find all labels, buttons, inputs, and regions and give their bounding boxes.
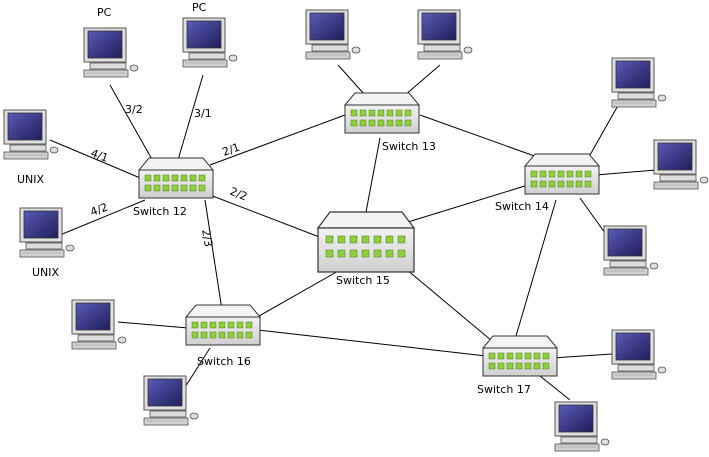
computer-s16-bottom (143, 375, 199, 426)
link-s13-pc1 (337, 64, 366, 96)
link-unix-b-s12 (59, 199, 146, 236)
computer-s14-bottom (603, 225, 659, 276)
switch-14 (524, 153, 600, 195)
link-s16-s17 (257, 329, 487, 357)
switch-13-label: Switch 13 (382, 140, 436, 153)
computer-s13-right (417, 9, 473, 60)
switch-15 (317, 211, 415, 273)
computer-pc-b (182, 17, 238, 68)
port-label-3-1: 3/1 (194, 107, 212, 120)
link-s12-s16 (204, 199, 223, 311)
computer-unix-a (3, 109, 59, 160)
port-label-4-1: 4/1 (89, 147, 110, 165)
port-label-3-2: 3/2 (125, 103, 143, 116)
computer-pc-a (83, 27, 139, 78)
link-s15-s17 (399, 263, 499, 347)
port-label-4-2: 4/2 (89, 201, 110, 219)
link-s14-pc2 (595, 169, 657, 176)
computer-s17-bottom (554, 401, 610, 452)
link-s14-s15 (407, 184, 529, 223)
link-s16-pc-left (117, 321, 189, 329)
link-s13-pc2 (404, 64, 441, 96)
link-s14-s17 (515, 199, 557, 337)
unix-label: UNIX (17, 173, 45, 186)
link-unix-a-s12 (49, 139, 146, 181)
computer-s14-right (653, 139, 709, 190)
switch-17-label: Switch 17 (477, 383, 531, 396)
switch-16 (185, 304, 261, 346)
computer-s17-right (611, 329, 667, 380)
switch-16-label: Switch 16 (197, 355, 251, 368)
computer-s14-top (611, 57, 667, 108)
link-s13-s15 (365, 137, 381, 213)
pc-label: PC (192, 1, 207, 14)
link-s17-pc-bottom (534, 371, 571, 401)
link-pc-a-s12 (109, 84, 159, 171)
pc-label: PC (97, 6, 112, 19)
link-s14-pc1 (589, 101, 621, 156)
unix-label: UNIX (32, 266, 60, 279)
port-label-2-2: 2/2 (228, 185, 249, 204)
computer-s13-left (305, 9, 361, 60)
port-label-2-1: 2/1 (221, 141, 242, 159)
switch-12 (138, 157, 214, 199)
link-s13-s14 (419, 114, 541, 159)
link-s15-s16 (251, 269, 341, 321)
switch-17 (482, 335, 558, 377)
switch-14-label: Switch 14 (495, 200, 549, 213)
link-s12-s15 (209, 194, 323, 239)
link-s12-s13 (209, 114, 346, 166)
switch-12-label: Switch 12 (133, 205, 187, 218)
computer-s16-left (71, 299, 127, 350)
link-s17-pc-right (551, 353, 613, 359)
switch-15-label: Switch 15 (336, 274, 390, 287)
port-label-2-3: 2/3 (199, 228, 215, 248)
link-pc-b-s12 (177, 74, 204, 161)
switch-13 (344, 92, 420, 134)
